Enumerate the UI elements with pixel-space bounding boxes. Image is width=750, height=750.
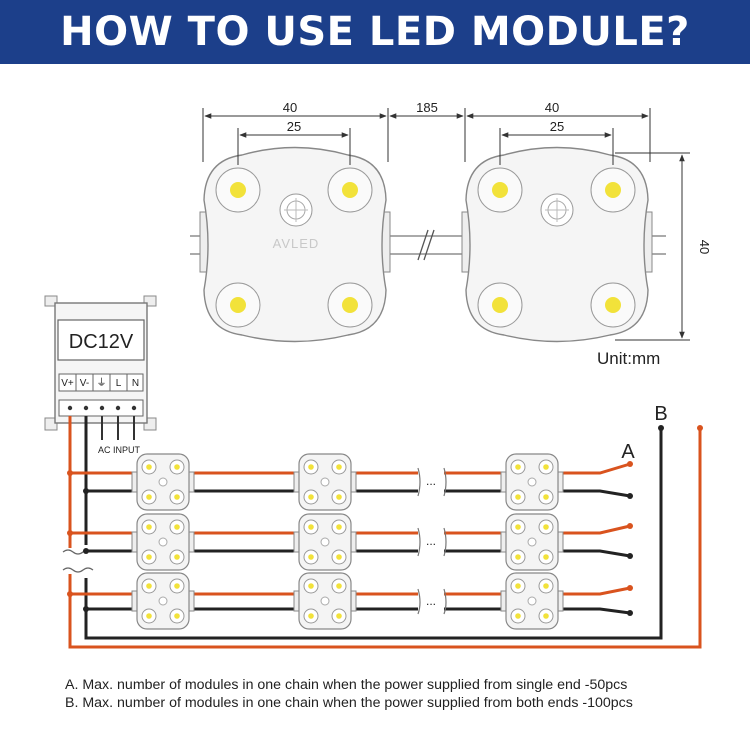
- led-module-large: AVLED: [199, 146, 391, 343]
- ac-input-label: AC INPUT: [98, 445, 141, 455]
- ellipsis-row-3: ...: [426, 594, 436, 608]
- led-lens: [327, 282, 373, 328]
- small-led-module: [500, 513, 564, 571]
- led-lens: [477, 282, 523, 328]
- small-led-module: [500, 453, 564, 511]
- terminal-screws: [67, 405, 137, 411]
- note-a: A. Max. number of modules in one chain w…: [65, 677, 628, 693]
- terminal-label-vminus: V-: [80, 378, 89, 389]
- screw-hole-icon: [158, 596, 168, 606]
- screw-hole-icon: [158, 537, 168, 547]
- small-led-module: [131, 453, 195, 511]
- dimension-drawing: AVLED: [190, 100, 712, 368]
- brand-watermark: AVLED: [273, 236, 320, 251]
- dimension-lines: [202, 108, 690, 341]
- screw-hole-icon: [527, 477, 537, 487]
- led-module-diagram: AVLED: [44, 100, 712, 649]
- led-lens: [590, 167, 636, 213]
- screw-hole-icon: [320, 477, 330, 487]
- power-voltage-label: DC12V: [69, 331, 134, 353]
- module-width-label: 40: [283, 100, 297, 115]
- wire-break-icon: [417, 467, 447, 615]
- small-led-module: [293, 513, 357, 571]
- lens-pitch-label: 25: [287, 119, 301, 134]
- lens-pitch-label-2: 25: [550, 119, 564, 134]
- ac-input-wires: [101, 416, 135, 440]
- led-lens: [477, 167, 523, 213]
- notes: A. Max. number of modules in one chain w…: [65, 676, 633, 712]
- module-width-label-2: 40: [545, 100, 559, 115]
- small-led-module: [131, 572, 195, 630]
- small-led-module: [131, 513, 195, 571]
- note-b: B. Max. number of modules in one chain w…: [65, 695, 633, 711]
- ground-icon: ⏚: [97, 377, 107, 389]
- terminal-label-vplus: V+: [61, 378, 74, 389]
- led-lens: [215, 282, 261, 328]
- led-lens: [215, 167, 261, 213]
- screw-hole-icon: [527, 596, 537, 606]
- ellipsis-row-2: ...: [426, 534, 436, 548]
- screw-hole-icon: [527, 537, 537, 547]
- page-title: HOW TO USE LED MODULE?: [60, 9, 690, 55]
- terminal-label-n: N: [132, 378, 139, 389]
- unit-label: Unit:mm: [597, 349, 660, 368]
- small-led-module: [293, 572, 357, 630]
- screw-hole-icon: [320, 537, 330, 547]
- small-led-module: [293, 453, 357, 511]
- wiring-diagram: [62, 416, 703, 649]
- small-module-grid: [131, 453, 564, 630]
- label-b: B: [654, 403, 667, 425]
- title-banner: [0, 0, 750, 64]
- led-module-large: [461, 146, 653, 343]
- wire-break-icon: [62, 549, 94, 573]
- screw-hole-icon: [279, 193, 313, 227]
- screw-hole-icon: [320, 596, 330, 606]
- module-height-label: 40: [697, 240, 712, 254]
- positive-bus-wire: [68, 416, 702, 649]
- small-led-module: [500, 572, 564, 630]
- terminal-label-l: L: [116, 378, 122, 389]
- power-supply: DC12V V+ V- ⏚ L N AC INPUT: [44, 295, 157, 455]
- screw-hole-icon: [158, 477, 168, 487]
- led-lens: [327, 167, 373, 213]
- led-lens: [590, 282, 636, 328]
- spacing-label: 185: [416, 100, 438, 115]
- ellipsis-row-1: ...: [426, 474, 436, 488]
- junction-dots: [67, 425, 703, 616]
- screw-hole-icon: [540, 193, 574, 227]
- label-a: A: [621, 441, 635, 463]
